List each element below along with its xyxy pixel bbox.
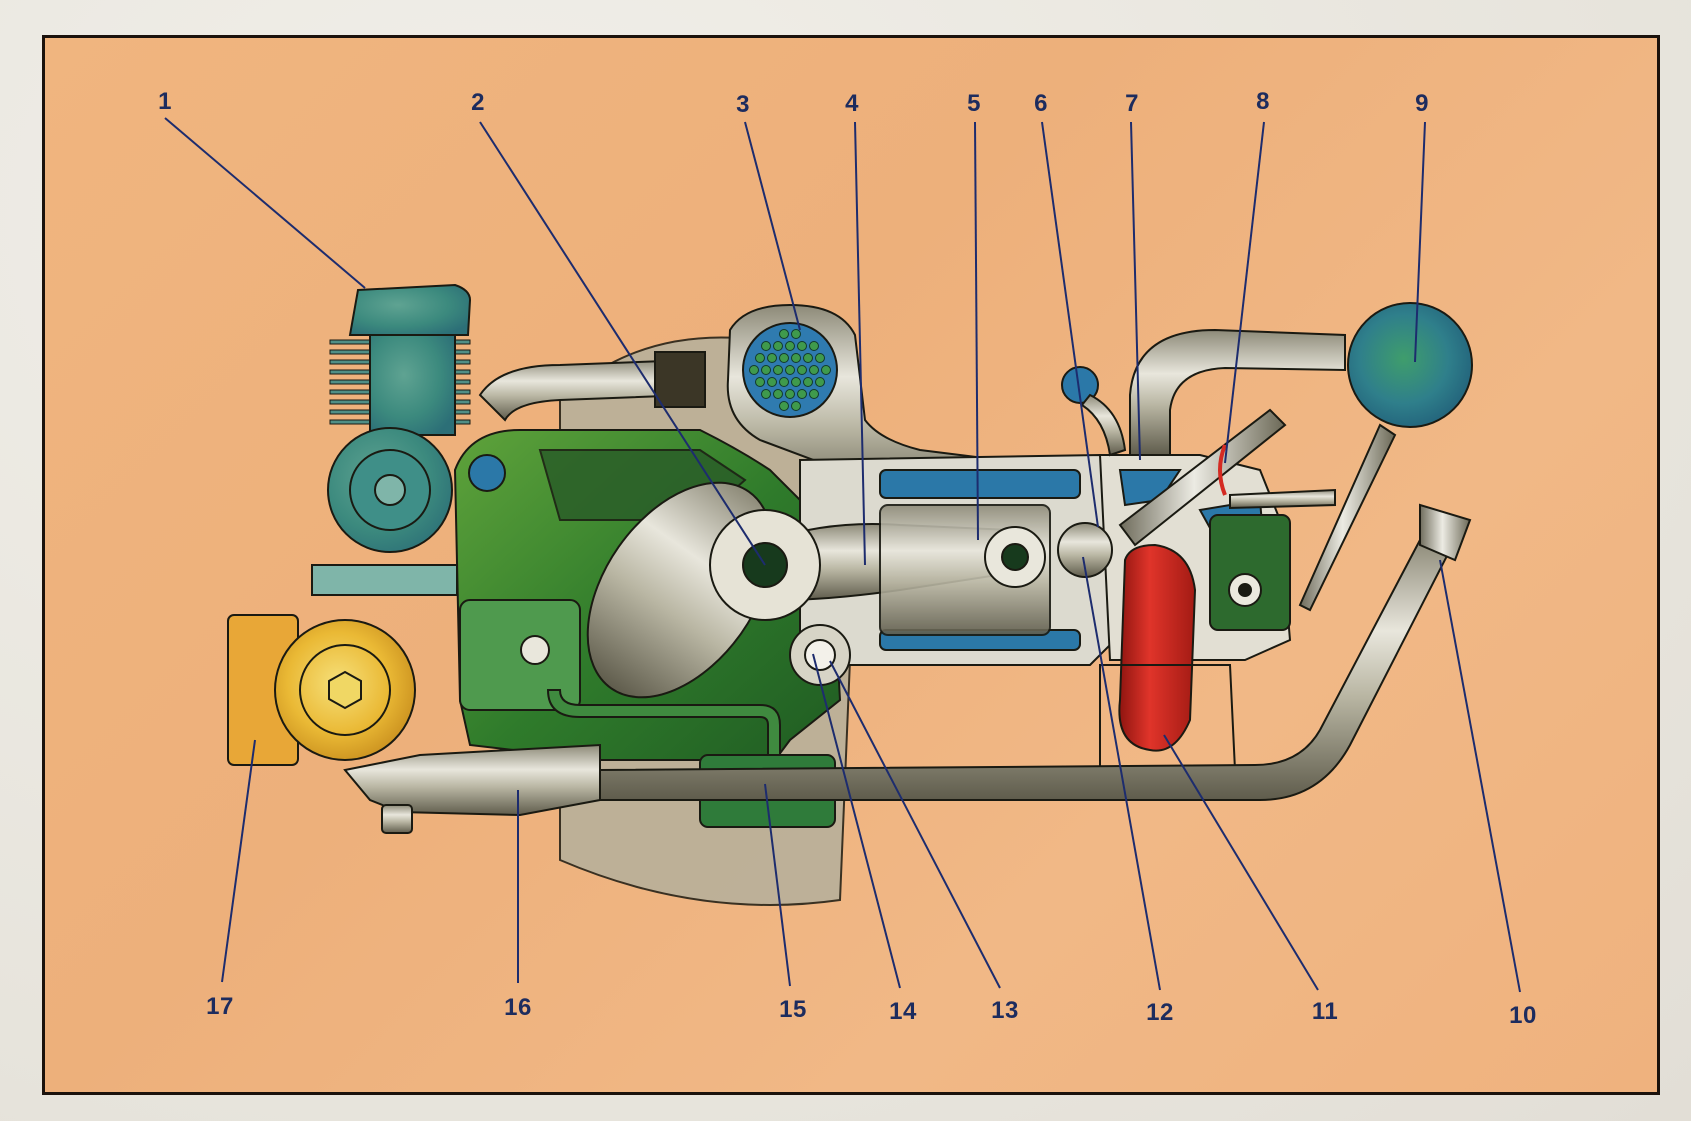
pipe-coupling — [654, 351, 706, 408]
cooler-tube — [779, 377, 789, 387]
leader-line-7 — [1130, 121, 1141, 461]
leader-line-12 — [1082, 556, 1161, 991]
cooler-tube — [809, 341, 819, 351]
gudgeon-pin — [1001, 543, 1029, 571]
air-filter-strut — [1298, 423, 1397, 612]
compressor-mount — [311, 564, 458, 596]
callout-9: 9 — [1415, 90, 1429, 117]
leader-line-15 — [764, 783, 791, 987]
callout-12: 12 — [1146, 999, 1174, 1026]
cooler-tube — [779, 353, 789, 363]
compressor-pulley-hub — [374, 474, 406, 506]
callout-5: 5 — [967, 90, 981, 117]
oil-pump-block — [459, 599, 581, 711]
alternator-pulley-ring — [299, 644, 391, 736]
cooler-tube — [773, 389, 783, 399]
cooler-tube — [779, 329, 789, 339]
callout-4: 4 — [845, 90, 859, 117]
cooler-tube — [791, 377, 801, 387]
cooler-tube — [761, 341, 771, 351]
callout-7: 7 — [1125, 90, 1139, 117]
main-bearing-center — [804, 639, 836, 671]
cooler-tube — [785, 389, 795, 399]
cooler-tube — [791, 401, 801, 411]
cooler-tube — [797, 389, 807, 399]
cooler-tube — [761, 365, 771, 375]
leader-line-10 — [1439, 559, 1521, 993]
cooler-tube — [773, 341, 783, 351]
cooler-tube — [809, 365, 819, 375]
exhaust-tip — [1419, 503, 1472, 562]
cooler-tube — [791, 353, 801, 363]
callout-10: 10 — [1509, 1002, 1537, 1029]
cooler-tube — [803, 377, 813, 387]
combustion-chamber — [1057, 522, 1113, 578]
leader-line-11 — [1163, 734, 1319, 991]
cooler-tube — [773, 365, 783, 375]
exhaust-upright — [1129, 328, 1346, 456]
sump — [343, 743, 601, 817]
callout-3: 3 — [736, 91, 750, 118]
callout-2: 2 — [471, 89, 485, 116]
cooler-tube — [815, 377, 825, 387]
cooler-tube — [803, 353, 813, 363]
cooler-tube — [749, 365, 759, 375]
coolant-elbow — [1080, 393, 1127, 457]
cooler-tube — [809, 389, 819, 399]
leader-line-2 — [479, 121, 766, 566]
cooler-tube — [791, 329, 801, 339]
leader-line-13 — [829, 660, 1001, 989]
cooler-tube — [761, 389, 771, 399]
fuel-injector — [1118, 408, 1287, 547]
leader-line-5 — [974, 121, 979, 541]
callout-17: 17 — [206, 993, 234, 1020]
cooler-tube — [797, 341, 807, 351]
callout-11: 11 — [1311, 998, 1339, 1025]
leader-lines — [164, 117, 1521, 993]
alternator-pulley-nut — [328, 670, 362, 710]
leader-line-3 — [744, 121, 801, 331]
leader-line-8 — [1224, 121, 1265, 464]
callout-14: 14 — [889, 998, 917, 1025]
cooler-tube — [767, 377, 777, 387]
cooler-tube — [797, 365, 807, 375]
valve-gear-box — [1209, 514, 1291, 631]
compressor-cylinder — [369, 334, 456, 436]
oil-cooler-tubes — [749, 329, 831, 411]
leader-line-6 — [1041, 121, 1099, 528]
callout-1: 1 — [158, 88, 172, 115]
leader-line-4 — [854, 121, 866, 566]
callout-13: 13 — [991, 997, 1019, 1024]
callout-6: 6 — [1034, 90, 1048, 117]
air-filter — [1347, 302, 1473, 428]
valve-gear-cam-hole — [1238, 583, 1252, 597]
cooler-tube — [755, 377, 765, 387]
injector-wires — [1218, 444, 1227, 496]
leader-line-1 — [164, 117, 366, 289]
leader-line-9 — [1414, 121, 1426, 363]
intake-port — [1118, 543, 1197, 752]
engine-illustration — [227, 283, 1473, 906]
cooler-tube — [755, 353, 765, 363]
cooler-tube — [785, 365, 795, 375]
cooler-tube — [815, 353, 825, 363]
callout-8: 8 — [1256, 88, 1270, 115]
oil-pump-port — [520, 635, 550, 665]
coolant-jacket-top — [879, 469, 1081, 499]
fuel-rail — [1229, 488, 1336, 510]
leader-line-17 — [221, 739, 256, 983]
cooler-tube — [779, 401, 789, 411]
compressor-head — [348, 283, 472, 336]
leader-line-14 — [812, 653, 901, 989]
callout-15: 15 — [779, 996, 807, 1023]
cooler-tube — [785, 341, 795, 351]
cooler-tube — [767, 353, 777, 363]
compressor-outlet-pipe — [468, 454, 506, 492]
cooler-tube — [821, 365, 831, 375]
exhaust-pipe — [599, 538, 1452, 801]
sump-drain-plug — [381, 804, 413, 834]
callout-16: 16 — [504, 994, 532, 1021]
